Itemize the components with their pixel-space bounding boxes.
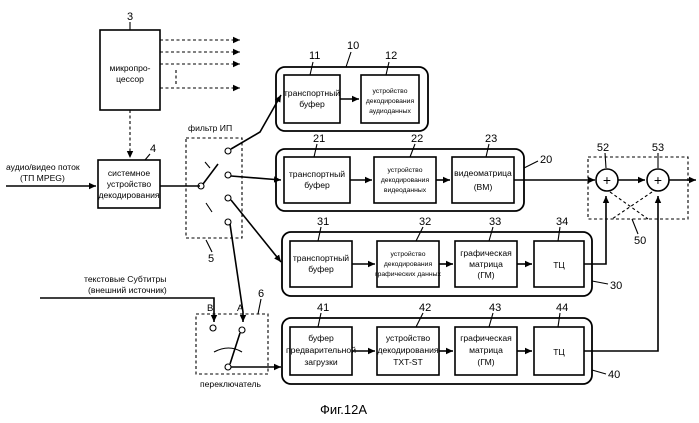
audio-buffer-label-2: буфер <box>299 99 325 109</box>
audio-decoder-number: 12 <box>385 50 397 62</box>
switch-input-b: B <box>207 303 213 314</box>
video-buffer-label-2: буфер <box>304 180 330 190</box>
graphics-clut-label: ТЦ <box>553 260 565 270</box>
text-group-number: 40 <box>608 369 620 381</box>
audio-decoder-label-3: аудиоданных <box>369 108 411 115</box>
audio-group-number: 10 <box>347 40 359 52</box>
microprocessor-label-1: микропро- <box>109 63 150 73</box>
audio-buffer-number: 11 <box>309 50 320 62</box>
graphics-clut-number: 34 <box>556 216 568 228</box>
subtitle-input-arrow <box>40 298 214 322</box>
switch-input-a: A <box>237 303 244 314</box>
system-decoder-block: системное устройство декодирования 4 <box>98 143 160 208</box>
pid-filter-leader <box>206 240 212 252</box>
video-matrix-label-1: видеоматрица <box>454 168 512 178</box>
mixer-block: + + 52 53 50 <box>588 142 696 247</box>
graphics-matrix-label-2: матрица <box>469 259 503 269</box>
input-stream-label-1: аудио/видео поток <box>6 162 80 172</box>
txt-st-decoder-label-1: устройство <box>386 333 430 343</box>
text-subtitle-group: 40 буфер предварительной загрузки 41 уст… <box>282 302 620 384</box>
mixer-number: 50 <box>634 235 646 247</box>
text-clut-label: ТЦ <box>553 347 565 357</box>
input-stream-label-2: (ТП MPEG) <box>20 173 65 183</box>
graphics-buffer-number: 31 <box>317 216 329 228</box>
adder-52-plus: + <box>603 172 611 188</box>
system-decoder-leader <box>145 154 150 160</box>
graphics-decoder-number: 32 <box>419 216 431 228</box>
switch-label: переключатель <box>200 379 262 389</box>
system-decoder-number: 4 <box>150 143 156 155</box>
graphics-group-number: 30 <box>610 280 622 292</box>
adder-53-plus: + <box>654 172 662 188</box>
video-matrix <box>452 157 514 203</box>
graphics-group: 30 транспортный буфер 31 устройство деко… <box>282 216 622 296</box>
video-decoder-label-2: декодирования <box>381 177 430 184</box>
adder-53-number: 53 <box>652 142 664 154</box>
switch-leader <box>258 299 261 314</box>
audio-decoder-label-1: устройство <box>372 87 407 95</box>
microprocessor-control-outputs <box>160 40 240 88</box>
microprocessor-number: 3 <box>127 11 133 23</box>
text-clut-number: 44 <box>556 302 568 314</box>
preload-buffer-number: 41 <box>317 302 329 314</box>
audio-group: 10 транспортный буфер 11 устройство деко… <box>276 40 428 131</box>
subtitle-input-label-2: (внешний источник) <box>88 285 167 295</box>
video-decoder-label-3: видеоданных <box>384 187 427 194</box>
microprocessor-block: микропро- цессор 3 <box>100 11 160 110</box>
video-buffer-number: 21 <box>313 133 325 145</box>
graphics-matrix-label-3: (ГМ) <box>477 270 494 280</box>
system-decoder-label-2: устройство <box>107 179 151 189</box>
preload-buffer-label-1: буфер <box>308 333 334 343</box>
graphics-decoder-label-3: графических данных <box>375 271 441 278</box>
video-matrix-label-2: (ВМ) <box>474 182 493 192</box>
graphics-matrix-label-1: графическая <box>460 248 512 258</box>
text-graphics-matrix-label-1: графическая <box>460 333 512 343</box>
pid-filter-number: 5 <box>208 253 214 265</box>
preload-buffer-label-2: предварительной <box>286 345 356 355</box>
figure-caption: Фиг.12А <box>320 402 367 417</box>
video-group: 20 транспортный буфер 21 устройство деко… <box>276 133 552 211</box>
txt-st-decoder-label-3: TXT-ST <box>393 357 423 367</box>
video-matrix-number: 23 <box>485 133 497 145</box>
switch-block: B A переключатель 6 <box>196 288 268 389</box>
graphics-buffer-label-2: буфер <box>308 264 334 274</box>
pid-filter-label: фильтр ИП <box>188 123 232 133</box>
switch-number: 6 <box>258 288 264 300</box>
audio-buffer-label-1: транспортный <box>284 88 340 98</box>
preload-buffer-label-3: загрузки <box>304 357 338 367</box>
txt-st-decoder-label-2: декодирования <box>377 345 438 355</box>
text-graphics-matrix-label-3: (ГМ) <box>477 357 494 367</box>
subtitle-input-label-1: текстовые Субтитры <box>84 274 166 284</box>
video-decoder-label-1: устройство <box>387 166 422 174</box>
adder-52-number: 52 <box>597 142 609 154</box>
video-group-number: 20 <box>540 154 552 166</box>
audio-decoder-label-2: декодирования <box>366 98 415 105</box>
filter-to-video-arrow <box>231 176 281 180</box>
video-buffer-label-1: транспортный <box>289 169 345 179</box>
filter-to-audio-arrow <box>231 95 281 149</box>
graphics-matrix-number: 33 <box>489 216 501 228</box>
graphics-decoder-label-1: устройство <box>390 250 425 258</box>
graphics-decoder-label-2: декодирования <box>384 261 433 268</box>
filter-to-graphics-arrow <box>231 200 281 262</box>
graphics-to-adder-arrow <box>584 196 606 264</box>
text-graphics-matrix-number: 43 <box>489 302 501 314</box>
text-graphics-matrix-label-2: матрица <box>469 345 503 355</box>
system-decoder-label-3: декодирования <box>98 190 159 200</box>
system-decoder-label-1: системное <box>108 168 150 178</box>
video-decoder-number: 22 <box>411 133 423 145</box>
graphics-buffer-label-1: транспортный <box>293 253 349 263</box>
microprocessor-label-2: цессор <box>116 74 144 84</box>
txt-st-decoder-number: 42 <box>419 302 431 314</box>
